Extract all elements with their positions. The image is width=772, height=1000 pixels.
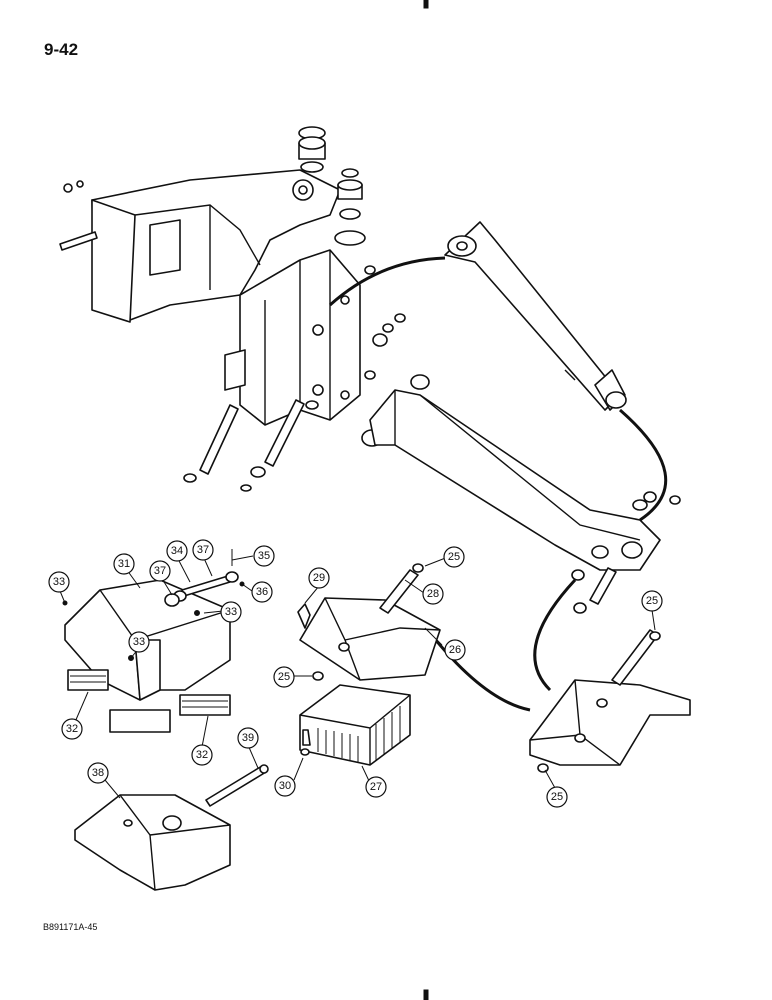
swing-tower [59, 169, 361, 426]
svg-text:37: 37 [154, 565, 166, 577]
callout-29: 29 [308, 567, 330, 589]
crop-mark-top [423, 0, 429, 9]
boom [369, 389, 681, 614]
callout-25-d: 25 [546, 786, 568, 808]
callout-37-b: 37 [149, 560, 171, 582]
svg-text:25: 25 [551, 791, 563, 803]
figure-id: B891171A-45 [43, 922, 98, 932]
hydraulic-cylinder [444, 221, 627, 411]
tower-pins [183, 399, 319, 492]
callout-37-a: 37 [192, 539, 214, 561]
mount-bracket-left [62, 579, 231, 733]
svg-text:37: 37 [197, 544, 209, 556]
mount-bracket-right [529, 629, 691, 773]
svg-text:39: 39 [242, 732, 254, 744]
rubber-pad [299, 684, 411, 766]
svg-text:26: 26 [449, 644, 461, 656]
callout-35: 35 [253, 545, 275, 567]
svg-text:32: 32 [196, 749, 208, 761]
callout-25-b: 25 [273, 666, 295, 688]
bolt-assembly [164, 549, 245, 607]
callout-26: 26 [444, 639, 466, 661]
bracket-38 [74, 794, 231, 891]
callout-34: 34 [166, 540, 188, 562]
svg-text:27: 27 [370, 781, 382, 793]
svg-text:28: 28 [427, 588, 439, 600]
svg-text:36: 36 [256, 586, 268, 598]
svg-text:35: 35 [258, 550, 270, 562]
svg-text:33: 33 [53, 576, 65, 588]
callout-33-b: 33 [128, 631, 150, 653]
page-number: 9-42 [44, 40, 79, 59]
svg-text:25: 25 [646, 595, 658, 607]
svg-text:33: 33 [225, 606, 237, 618]
callout-27: 27 [365, 776, 387, 798]
svg-text:32: 32 [66, 723, 78, 735]
crop-mark-bottom [423, 989, 429, 1000]
callout-30: 30 [274, 775, 296, 797]
svg-text:33: 33 [133, 636, 145, 648]
svg-text:29: 29 [313, 572, 325, 584]
callout-28: 28 [422, 583, 444, 605]
callout-38: 38 [87, 762, 109, 784]
callout-33-c: 33 [220, 601, 242, 623]
pin-39 [205, 764, 269, 807]
callout-33-a: 33 [48, 571, 70, 593]
callout-25-c: 25 [641, 590, 663, 612]
svg-text:31: 31 [118, 558, 130, 570]
callout-32-a: 32 [61, 718, 83, 740]
svg-text:25: 25 [448, 551, 460, 563]
callout-36: 36 [251, 581, 273, 603]
svg-text:25: 25 [278, 671, 290, 683]
callout-39: 39 [237, 727, 259, 749]
svg-text:34: 34 [171, 545, 183, 557]
svg-text:30: 30 [279, 780, 291, 792]
bearing-stack [298, 126, 366, 246]
callout-32-b: 32 [191, 744, 213, 766]
callout-25-a: 25 [443, 546, 465, 568]
svg-text:38: 38 [92, 767, 104, 779]
callout-31: 31 [113, 553, 135, 575]
center-bracket [297, 563, 441, 681]
